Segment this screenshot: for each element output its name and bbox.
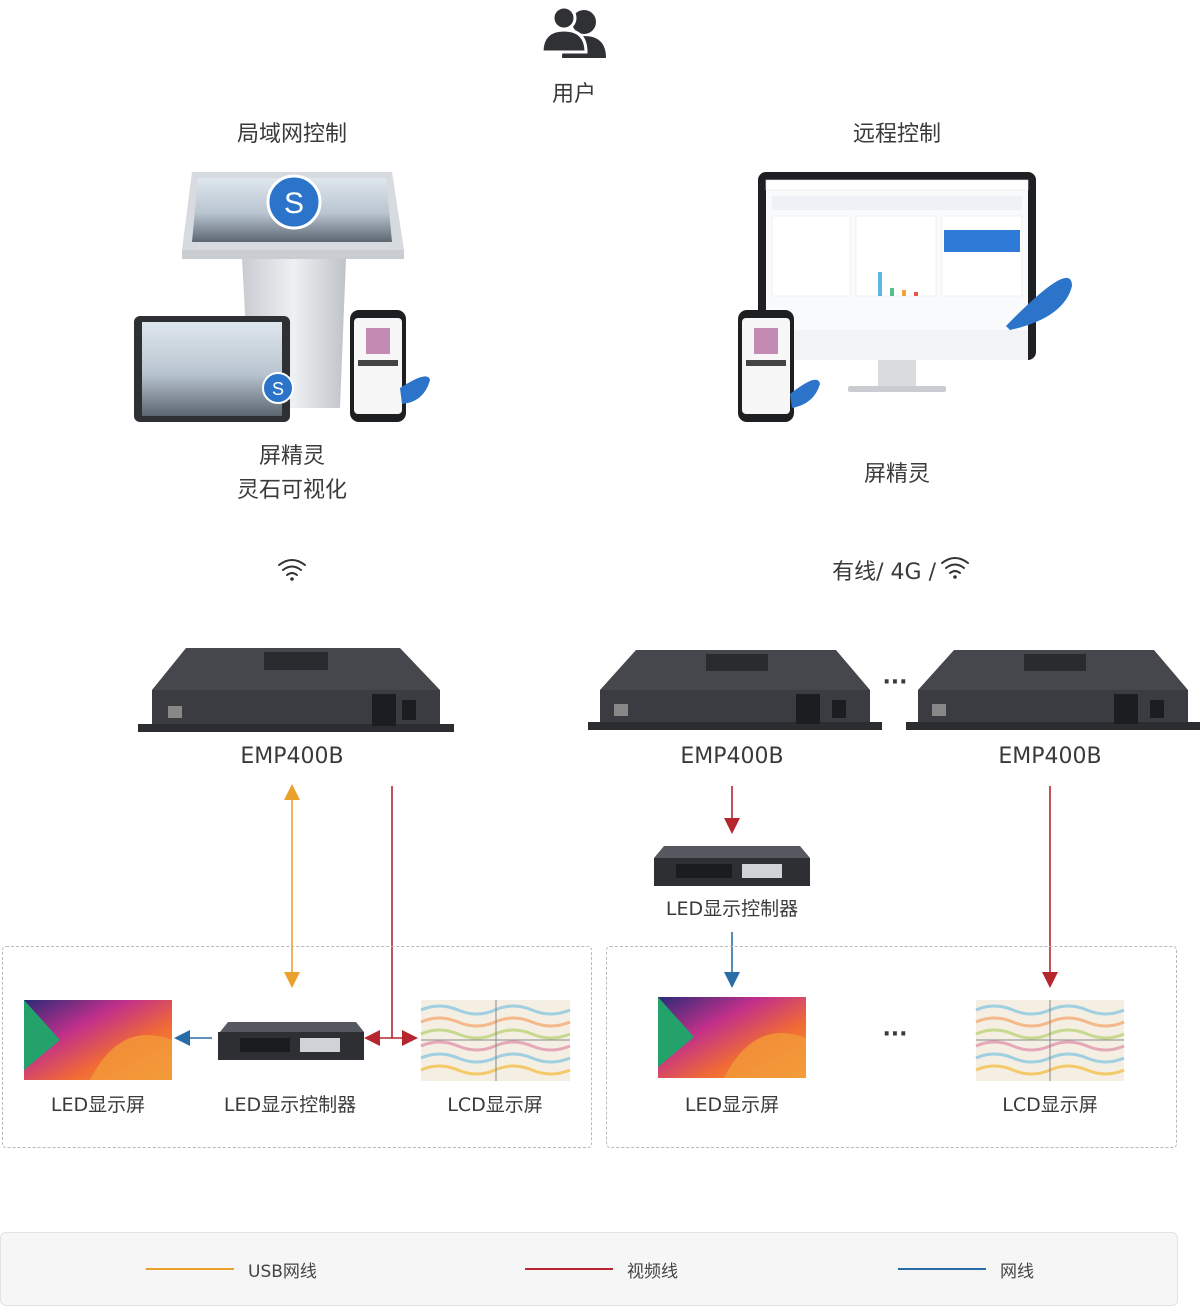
svg-text:S: S <box>272 379 284 399</box>
remote-control-title: 远程控制 <box>852 122 941 147</box>
player-device-right <box>906 650 1200 730</box>
player-device-middle <box>588 650 882 730</box>
lcd-screen-label-right: LCD显示屏 <box>1002 1094 1098 1116</box>
tablet-device: S <box>134 316 294 422</box>
controller-label-left: LED显示控制器 <box>223 1094 357 1116</box>
player-label-right: EMP400B <box>998 744 1102 769</box>
led-controller-device-right <box>654 846 810 886</box>
user-label: 用户 <box>551 82 596 107</box>
phone-device-right <box>738 310 820 422</box>
led-screen-label-right: LED显示屏 <box>684 1094 780 1116</box>
connection-text-right: 有线/ 4G / <box>832 560 936 585</box>
player-device-left <box>138 648 454 732</box>
wifi-icon <box>941 557 969 579</box>
svg-text:S: S <box>284 187 304 220</box>
legend-item-network: 网线 <box>898 1233 1034 1305</box>
player-ellipsis: ··· <box>882 670 908 695</box>
lan-control-title: 局域网控制 <box>236 122 347 147</box>
lcd-screen-left <box>420 1000 571 1081</box>
led-controller-device-left <box>218 1022 364 1060</box>
legend-item-video: 视频线 <box>525 1233 678 1305</box>
player-label-left: EMP400B <box>240 744 344 769</box>
legend: USB网线 视频线 网线 <box>0 1232 1178 1306</box>
led-screen-right <box>658 997 806 1078</box>
player-label-middle: EMP400B <box>680 744 784 769</box>
lcd-screen-label-left: LCD显示屏 <box>447 1094 543 1116</box>
legend-swatch-network <box>898 1268 986 1270</box>
monitor-device <box>758 172 1072 392</box>
legend-label-video: 视频线 <box>627 1261 678 1282</box>
led-screen-left <box>24 1000 172 1080</box>
users-icon <box>540 5 606 58</box>
screens-ellipsis: ··· <box>882 1022 908 1047</box>
legend-label-usb: USB网线 <box>248 1261 317 1282</box>
legend-swatch-usb <box>146 1268 234 1270</box>
right-screen-group <box>606 946 1177 1148</box>
phone-device-left <box>350 310 430 422</box>
legend-label-network: 网线 <box>1000 1261 1034 1282</box>
wifi-icon <box>278 559 306 581</box>
led-screen-label-left: LED显示屏 <box>50 1094 146 1116</box>
left-screen-group <box>2 946 592 1148</box>
lcd-screen-right <box>975 1000 1125 1081</box>
legend-swatch-video <box>525 1268 613 1270</box>
app-label-left-1: 屏精灵 <box>258 444 325 469</box>
app-label-left-2: 灵石可视化 <box>236 478 347 503</box>
app-label-right: 屏精灵 <box>863 462 930 487</box>
legend-item-usb: USB网线 <box>146 1233 317 1305</box>
controller-label-right: LED显示控制器 <box>665 898 799 920</box>
